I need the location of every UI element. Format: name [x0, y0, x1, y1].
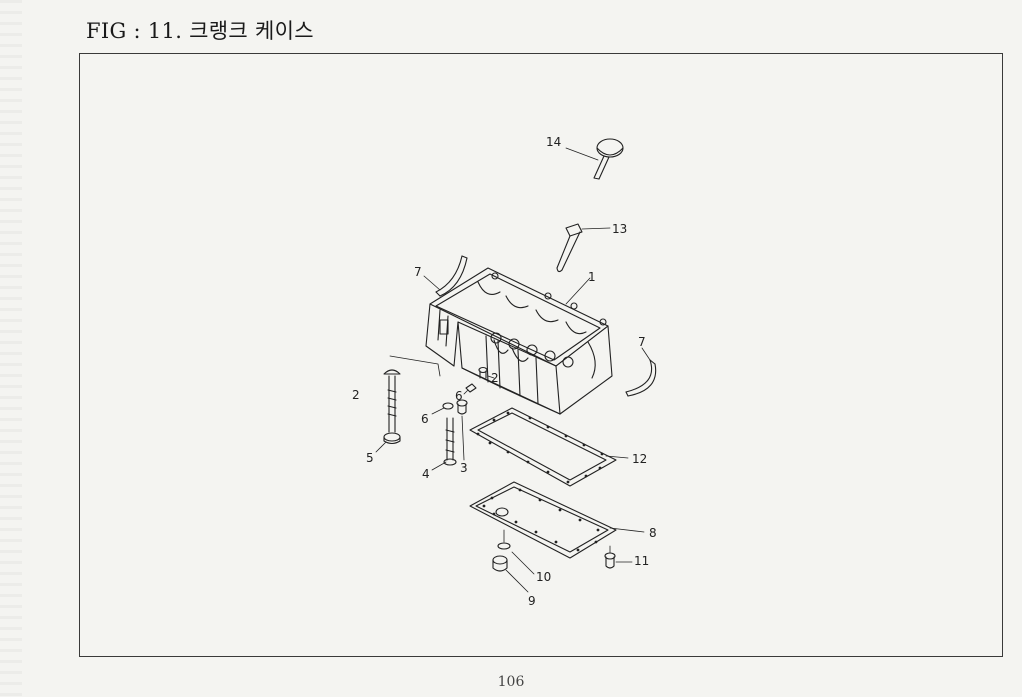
oil-pan-gasket: [469, 407, 629, 487]
side-bolt: [456, 399, 468, 461]
oil-filler-cap: [565, 138, 624, 180]
callout-6-right: 6: [455, 389, 463, 403]
callout-2-long: 2: [352, 388, 360, 402]
drain-plug-washer: [497, 529, 535, 575]
thrust-ring-right: [625, 347, 657, 397]
scan-edge: [0, 0, 22, 697]
callout-1: 1: [588, 270, 596, 284]
callout-5: 5: [366, 451, 374, 465]
callout-8: 8: [649, 526, 657, 540]
callout-7-right: 7: [638, 335, 646, 349]
callout-3: 3: [460, 461, 468, 475]
drain-plug: [492, 555, 529, 593]
page-number: 106: [497, 674, 525, 690]
callout-14: 14: [546, 135, 561, 149]
diagram-frame: [79, 53, 1003, 657]
callout-11: 11: [634, 554, 649, 568]
callout-10: 10: [536, 570, 551, 584]
callout-13: 13: [612, 222, 627, 236]
crankcase-body: [425, 267, 613, 415]
thrust-ring-left: [423, 255, 468, 297]
callout-4: 4: [422, 467, 430, 481]
washer-left: [431, 402, 454, 415]
stud-bolt: [431, 417, 457, 471]
figure-title: FIG : 11. 크랭크 케이스: [86, 19, 314, 43]
small-bolt: [478, 366, 495, 379]
callout-9: 9: [528, 594, 536, 608]
pan-bolt: [604, 545, 633, 569]
callout-12: 12: [632, 452, 647, 466]
oil-pan: [469, 481, 645, 559]
callout-2-small: 2: [491, 371, 499, 385]
washer-right: [463, 383, 477, 395]
dipstick-guide: [556, 223, 611, 273]
long-bolt: [383, 355, 441, 433]
callout-6-left: 6: [421, 412, 429, 426]
nut-bottom: [375, 432, 401, 453]
callout-7-left: 7: [414, 265, 422, 279]
